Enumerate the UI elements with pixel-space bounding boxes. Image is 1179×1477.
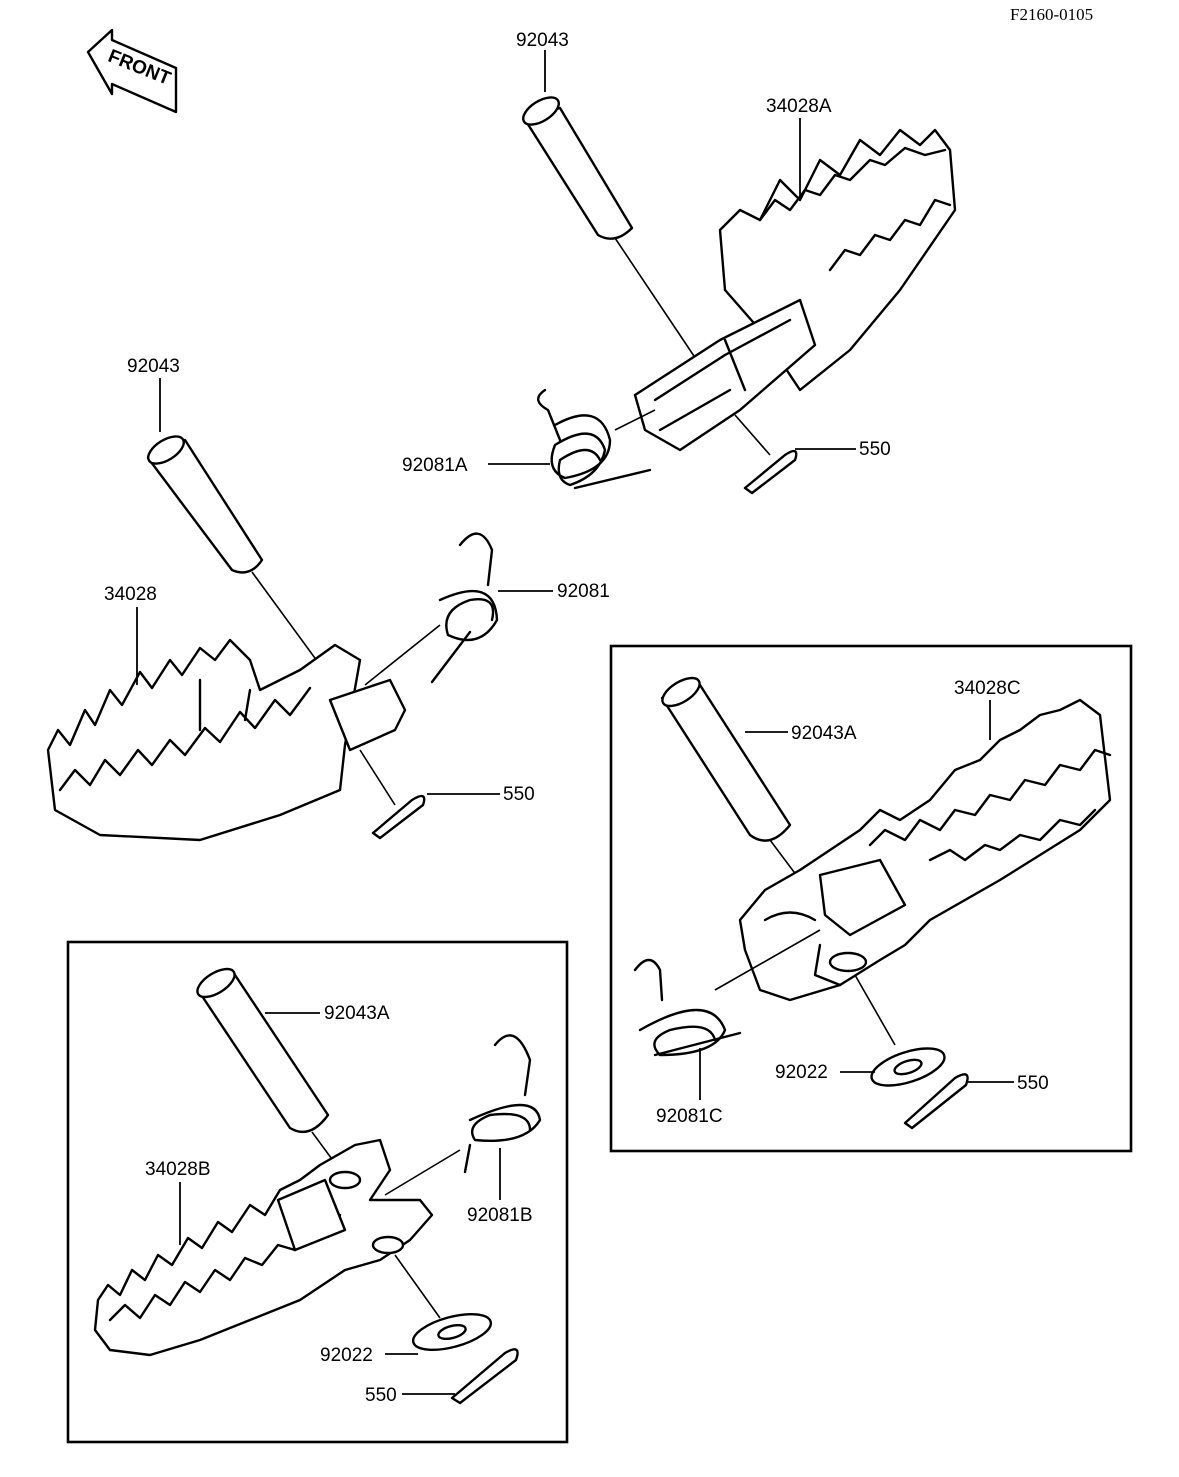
top-assembly xyxy=(522,96,957,495)
washer-icon xyxy=(411,1312,493,1352)
left-assembly xyxy=(46,435,499,842)
cotter-pin-icon xyxy=(371,794,426,840)
spring-icon xyxy=(463,1034,542,1174)
spring-icon xyxy=(633,958,742,1057)
cotter-pin-icon xyxy=(450,1348,519,1405)
footpeg-icon xyxy=(738,698,1112,1002)
label-top-cotter: 550 xyxy=(859,439,891,460)
label-top-pin: 92043 xyxy=(516,30,569,51)
right-box xyxy=(609,644,1133,1153)
label-right-washer: 92022 xyxy=(775,1062,828,1083)
spring-icon xyxy=(430,532,499,684)
pin-icon xyxy=(196,967,330,1133)
label-left-pin: 92043 xyxy=(127,356,180,377)
spring-icon xyxy=(537,388,652,490)
label-left-spring: 92081 xyxy=(557,581,610,602)
pin-icon xyxy=(146,435,264,574)
label-bottom-washer: 92022 xyxy=(320,1345,373,1366)
figure-code: F2160-0105 xyxy=(1010,5,1093,24)
label-right-footpeg: 34028C xyxy=(954,678,1021,699)
pin-icon xyxy=(660,676,792,842)
label-bottom-pin: 92043A xyxy=(324,1003,390,1024)
pin-icon xyxy=(522,96,634,240)
label-left-cotter: 550 xyxy=(503,784,535,805)
cotter-pin-icon xyxy=(903,1073,969,1130)
cotter-pin-icon xyxy=(743,449,798,495)
label-left-footpeg: 34028 xyxy=(104,584,157,605)
label-top-spring: 92081A xyxy=(402,455,468,476)
footpeg-icon xyxy=(93,1138,434,1357)
right-box-assembly xyxy=(633,676,1112,1130)
bottom-box-assembly xyxy=(93,967,542,1405)
label-right-cotter: 550 xyxy=(1017,1073,1049,1094)
label-right-pin: 92043A xyxy=(791,723,857,744)
footpeg-icon xyxy=(633,128,957,452)
label-right-spring: 92081C xyxy=(656,1106,723,1127)
label-bottom-cotter: 550 xyxy=(365,1385,397,1406)
label-top-footpeg: 34028A xyxy=(766,96,832,117)
front-arrow-icon: FRONT xyxy=(86,28,178,114)
label-bottom-footpeg: 34028B xyxy=(145,1159,211,1180)
footpeg-icon xyxy=(46,638,407,842)
label-bottom-spring: 92081B xyxy=(467,1205,533,1226)
bottom-box xyxy=(66,940,569,1444)
washer-icon xyxy=(870,1047,946,1087)
